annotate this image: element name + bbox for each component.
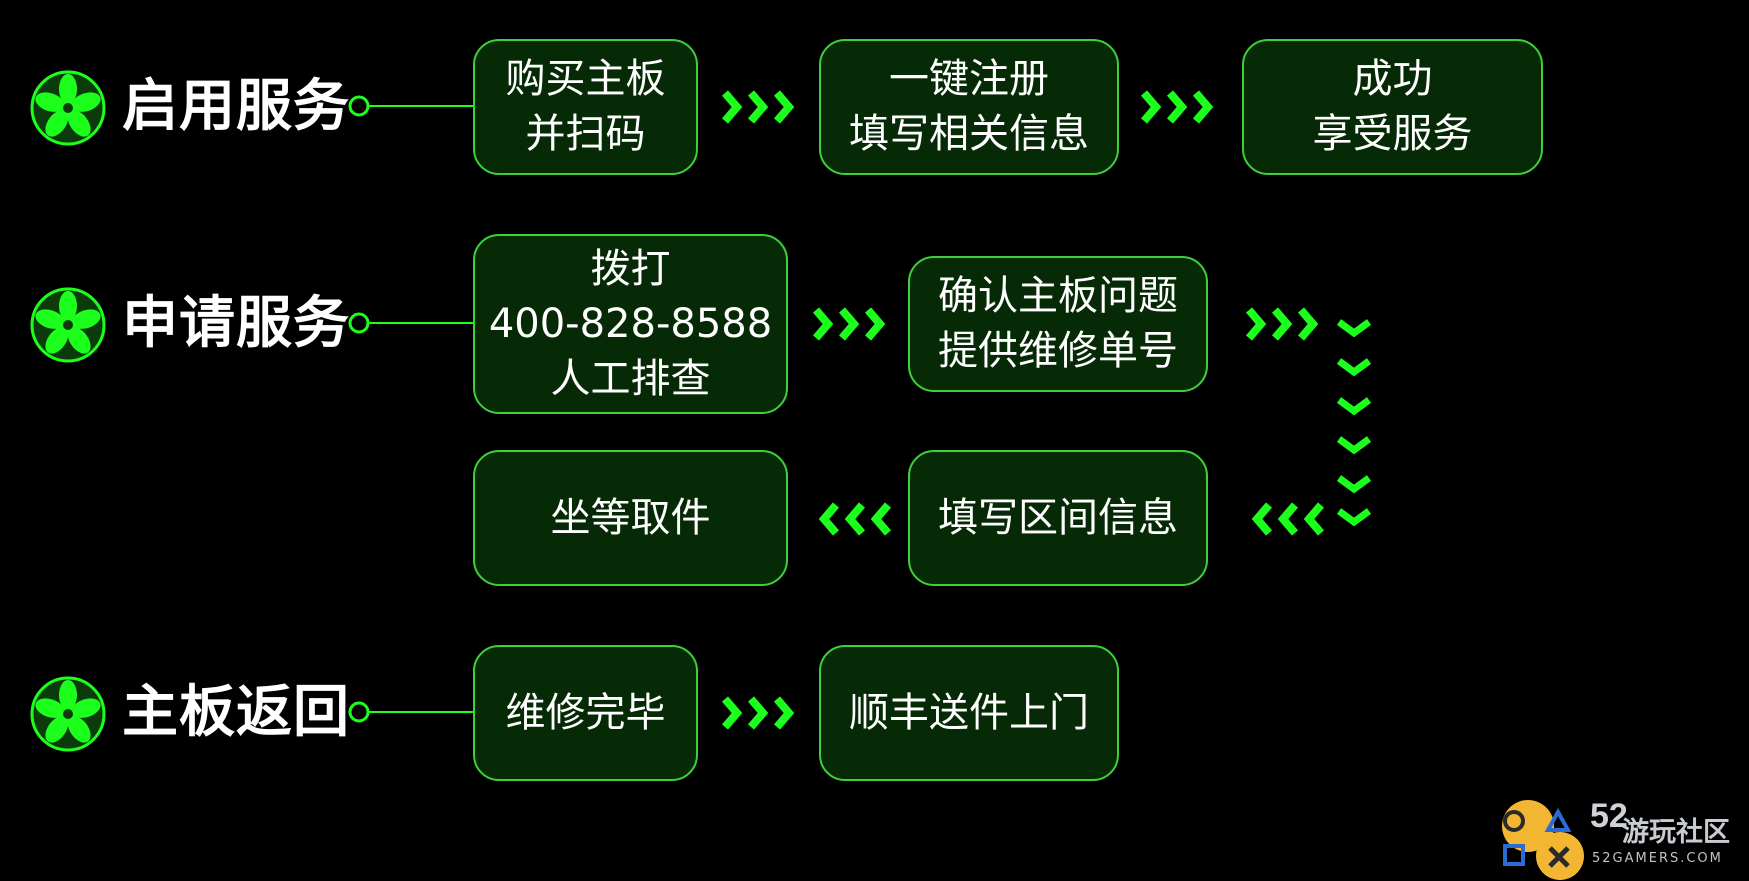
chevrons-right-icon <box>1245 307 1319 341</box>
step-line: 享受服务 <box>1312 111 1473 157</box>
step-fill-info: 填写区间信息 <box>908 450 1208 586</box>
step-wait-pickup: 坐等取件 <box>473 450 788 586</box>
step-call-hotline: 拨打 400-828-8588 人工排查 <box>473 234 788 414</box>
step-register: 一键注册 填写相关信息 <box>819 39 1119 175</box>
step-line: 400-828-8588 <box>488 300 773 347</box>
step-line: 填写相关信息 <box>849 111 1089 157</box>
watermark-logo-icon <box>1502 800 1584 880</box>
chevrons-right-icon <box>721 90 795 124</box>
step-repair-done: 维修完毕 <box>473 645 698 781</box>
step-line: 维修完毕 <box>505 689 666 736</box>
chevrons-left-icon <box>1251 502 1325 536</box>
fan-icon <box>30 287 106 363</box>
chevrons-down-icon <box>1336 319 1372 527</box>
step-line: 坐等取件 <box>550 494 711 541</box>
row-title-activate: 启用服务 <box>122 74 350 139</box>
step-line: 提供维修单号 <box>938 328 1178 374</box>
row-title-apply: 申请服务 <box>122 291 350 356</box>
step-buy-scan: 购买主板 并扫码 <box>473 39 698 175</box>
step-shipping-delivery: 顺丰送件上门 <box>819 645 1119 781</box>
chevrons-right-icon <box>812 307 886 341</box>
step-line: 并扫码 <box>525 111 646 157</box>
watermark-site: 52GAMERS.COM <box>1592 851 1723 866</box>
step-line: 一键注册 <box>889 56 1049 102</box>
chevrons-right-icon <box>721 696 795 730</box>
step-line: 人工排查 <box>550 355 711 402</box>
chevrons-right-icon <box>1140 90 1214 124</box>
watermark-number: 52 <box>1590 797 1628 835</box>
connector-line <box>348 312 475 334</box>
step-line: 购买主板 <box>505 56 666 102</box>
fan-icon <box>30 70 106 146</box>
fan-icon <box>30 676 106 752</box>
chevrons-left-icon <box>818 502 892 536</box>
step-line: 填写区间信息 <box>938 494 1178 541</box>
row-title-return: 主板返回 <box>122 680 350 745</box>
connector-line <box>348 701 475 723</box>
step-confirm-issue: 确认主板问题 提供维修单号 <box>908 256 1208 392</box>
step-line: 确认主板问题 <box>938 273 1178 319</box>
connector-line <box>348 95 475 117</box>
step-success: 成功 享受服务 <box>1242 39 1543 175</box>
step-line: 成功 <box>1352 56 1433 102</box>
watermark-name: 游玩社区 <box>1622 817 1730 848</box>
step-line: 顺丰送件上门 <box>849 689 1089 736</box>
step-line: 拨打 <box>590 245 671 292</box>
